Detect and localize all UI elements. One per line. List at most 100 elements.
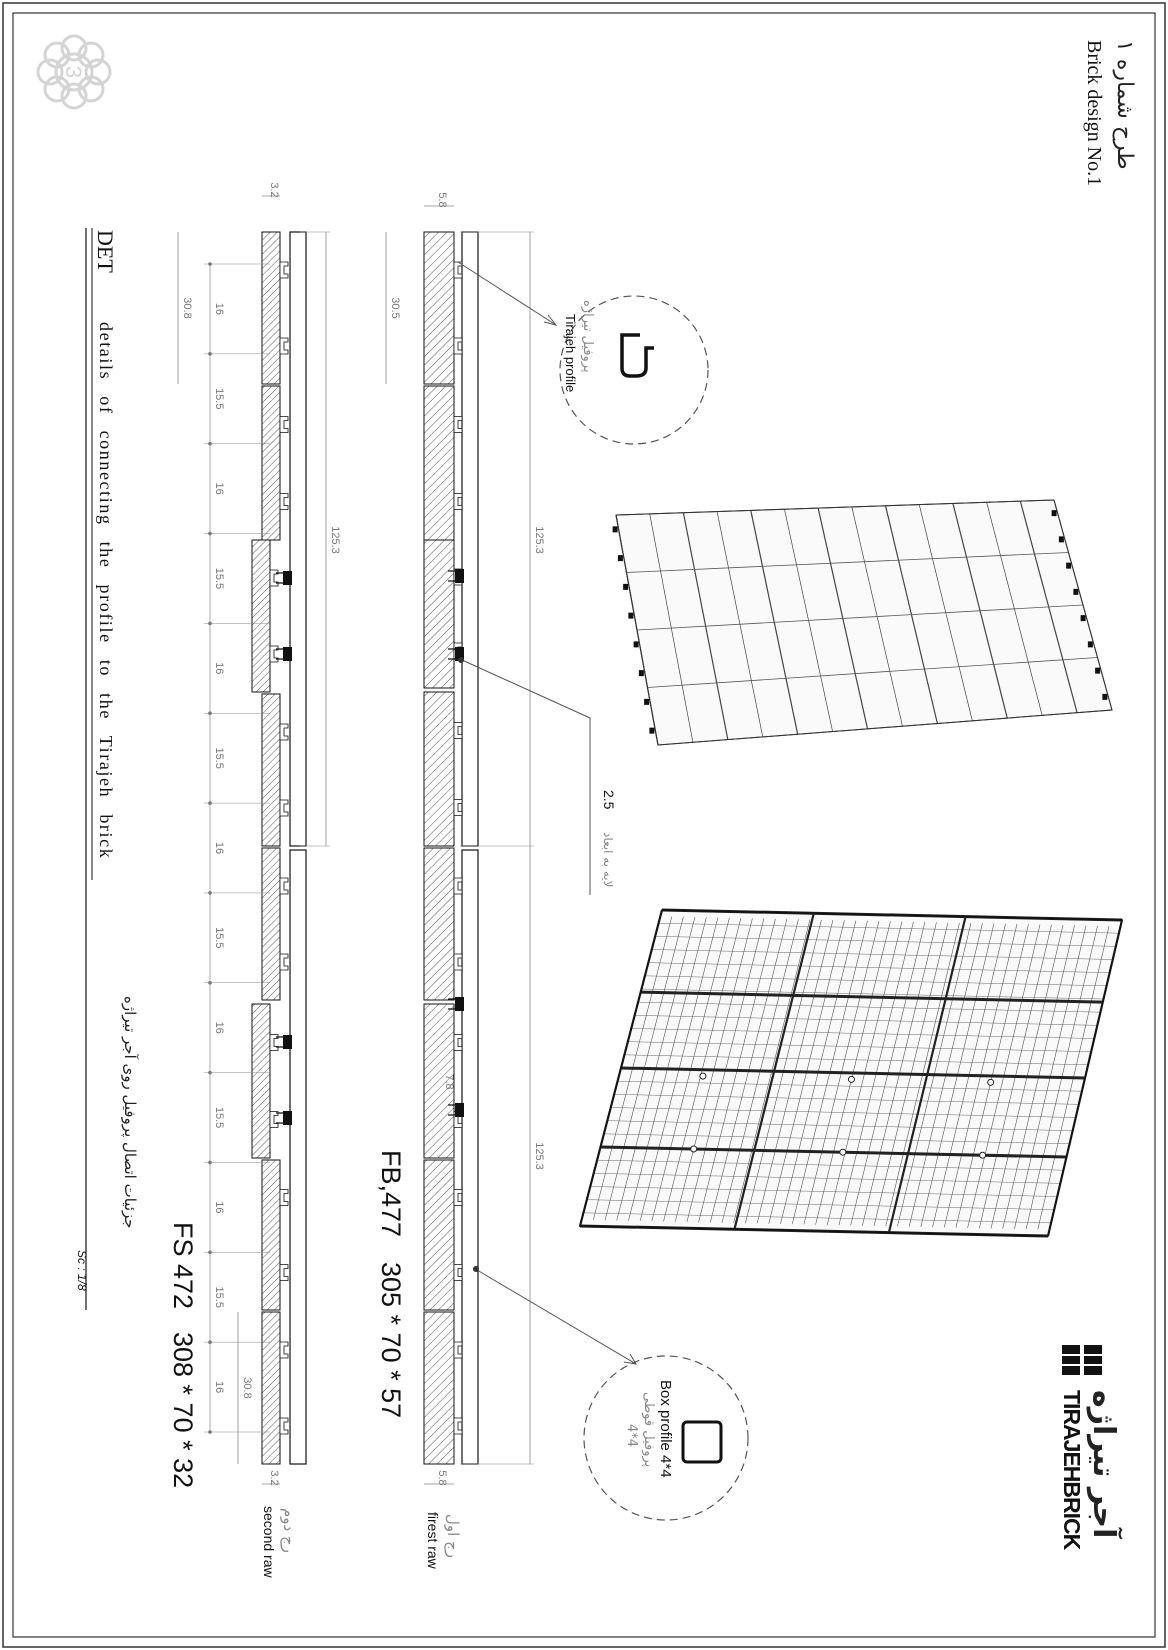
profile-clip: [623, 583, 629, 590]
profile-clip: [1087, 641, 1093, 648]
brick-course-line: [638, 1001, 1101, 1013]
profile-clip-icon: [455, 1103, 464, 1117]
brick-course-line: [641, 988, 1104, 1000]
row2-spacing-label: 16: [213, 1201, 225, 1213]
brick-groove: [453, 799, 463, 816]
row1-label-fa: رج اول: [443, 1514, 462, 1558]
row1-thickness: 5.8: [436, 192, 448, 207]
row2-label-fa: رج دوم: [279, 1508, 298, 1553]
profile-clip: [1066, 562, 1072, 569]
brick-section: [261, 847, 281, 1001]
sheet-number: 3: [61, 66, 86, 78]
brick-section: [423, 385, 455, 541]
backing-profile: [289, 849, 307, 1465]
brick-course-line: [583, 1212, 1052, 1224]
callout-spacing: 2.5 لایه به ابعاد: [458, 657, 617, 895]
brick-section: [251, 539, 271, 693]
brick-course-line: [634, 1015, 1098, 1026]
brick-groove: [279, 416, 289, 433]
dimension-tick: [208, 531, 212, 536]
brick-groove: [269, 569, 279, 587]
row2-spacing-label: 15.5: [213, 1107, 225, 1128]
box-profile-en: Box profile 4*4: [657, 1380, 674, 1478]
det-en: details of connecting the profile to the…: [96, 322, 116, 859]
brick-joint-line: [636, 604, 1084, 631]
brand-emblem-icon: [1062, 1345, 1102, 1375]
brick-groove: [279, 1264, 289, 1281]
brick-groove: [453, 1341, 463, 1359]
bolt-icon: [979, 1151, 987, 1159]
brick-groove: [453, 337, 463, 355]
brick-section: [423, 1311, 455, 1465]
section-drawings: 125.3125.330.55.85.87.8125.330.830.83.23…: [177, 182, 545, 1486]
brick-groove: [279, 1341, 289, 1359]
brick-groove: [453, 261, 463, 279]
callout-box-profile: Box profile 4*4 پروفیل قوطی 4*4: [473, 1266, 749, 1521]
profile-clip: [1073, 588, 1079, 595]
profile-clip: [1051, 510, 1057, 517]
dimension-tick: [208, 352, 212, 356]
brick-groove: [279, 723, 289, 741]
row2-spacing-label: 15.5: [213, 568, 225, 589]
brick-section: [261, 1159, 281, 1311]
brick-groove: [279, 493, 289, 510]
brick-groove: [453, 493, 463, 510]
bolt-icon: [699, 1072, 707, 1080]
bolt-icon: [690, 1145, 698, 1153]
callout-tirajeh-profile: پروفیل تیراژه Tirajeh profile: [457, 261, 709, 445]
brick-course-line: [658, 922, 1119, 934]
brick-course-line: [590, 1186, 1058, 1197]
brick-groove: [453, 953, 463, 971]
dimension-tick: [208, 1160, 212, 1165]
dimension-tick: [208, 801, 212, 805]
brick-groove: [453, 1264, 463, 1281]
profile-clip: [1058, 536, 1064, 543]
brick-course-line: [651, 949, 1113, 960]
title-fa: طرح شماره ۱: [1112, 40, 1137, 170]
backing-profile: [461, 231, 479, 847]
row1-gap: 7.8: [443, 1074, 455, 1089]
backing-profile: [289, 231, 307, 847]
row2-dims: 308 * 70 * 32: [168, 1332, 198, 1488]
brick-course-line: [631, 1028, 1095, 1039]
profile-clip-icon: [283, 1111, 292, 1125]
row1-thickness-2: 5.8: [436, 1470, 448, 1485]
profile-clip: [628, 612, 634, 619]
clip-detail: [448, 1104, 455, 1116]
brick-section: [261, 1311, 281, 1465]
dimension-tick: [208, 711, 212, 716]
row1-brick-length: 30.5: [389, 297, 401, 318]
brick-groove: [453, 1417, 463, 1435]
profile-clip-icon: [283, 571, 292, 585]
row1-profile-length-2: 125.3: [533, 1142, 545, 1170]
profile-clip: [633, 641, 639, 648]
spacing-fa: لایه به ابعاد: [601, 832, 615, 887]
row2-profile-length: 125.3: [329, 526, 341, 554]
brand-en: TIRAJEHBRICK: [1059, 1390, 1085, 1551]
row2-spacing-label: 16: [213, 482, 225, 494]
frame-member: [600, 1145, 1067, 1159]
row2-spacing-label: 16: [213, 1381, 225, 1393]
row1-label-en: firest raw: [425, 1512, 441, 1570]
brick-course-line: [593, 1173, 1061, 1184]
profile-clip-icon: [455, 647, 464, 661]
brand-logo: آجر تیراژه TIRAJEHBRICK: [1059, 1345, 1123, 1551]
brick-section: [261, 385, 281, 541]
brick-section: [423, 847, 455, 1001]
dimension-tick: [208, 441, 212, 446]
isometric-view-profiles: [612, 499, 1113, 746]
clip-detail: [448, 648, 455, 660]
brick-groove: [279, 953, 289, 971]
clip-detail: [276, 648, 283, 660]
spacing-value: 2.5: [601, 790, 617, 810]
brick-course-line: [607, 1120, 1073, 1131]
tirajeh-profile-icon: [620, 333, 654, 378]
row2-spacing-label: 16: [213, 1022, 225, 1034]
box-profile-fa: پروفیل قوطی: [641, 1392, 656, 1468]
det-scale: Sc : 1/8: [75, 1250, 89, 1291]
brick-section: [423, 231, 455, 385]
det-block: DET details of connecting the profile to…: [75, 228, 139, 1310]
brick-course-line: [644, 975, 1107, 987]
brick-groove: [269, 645, 279, 663]
